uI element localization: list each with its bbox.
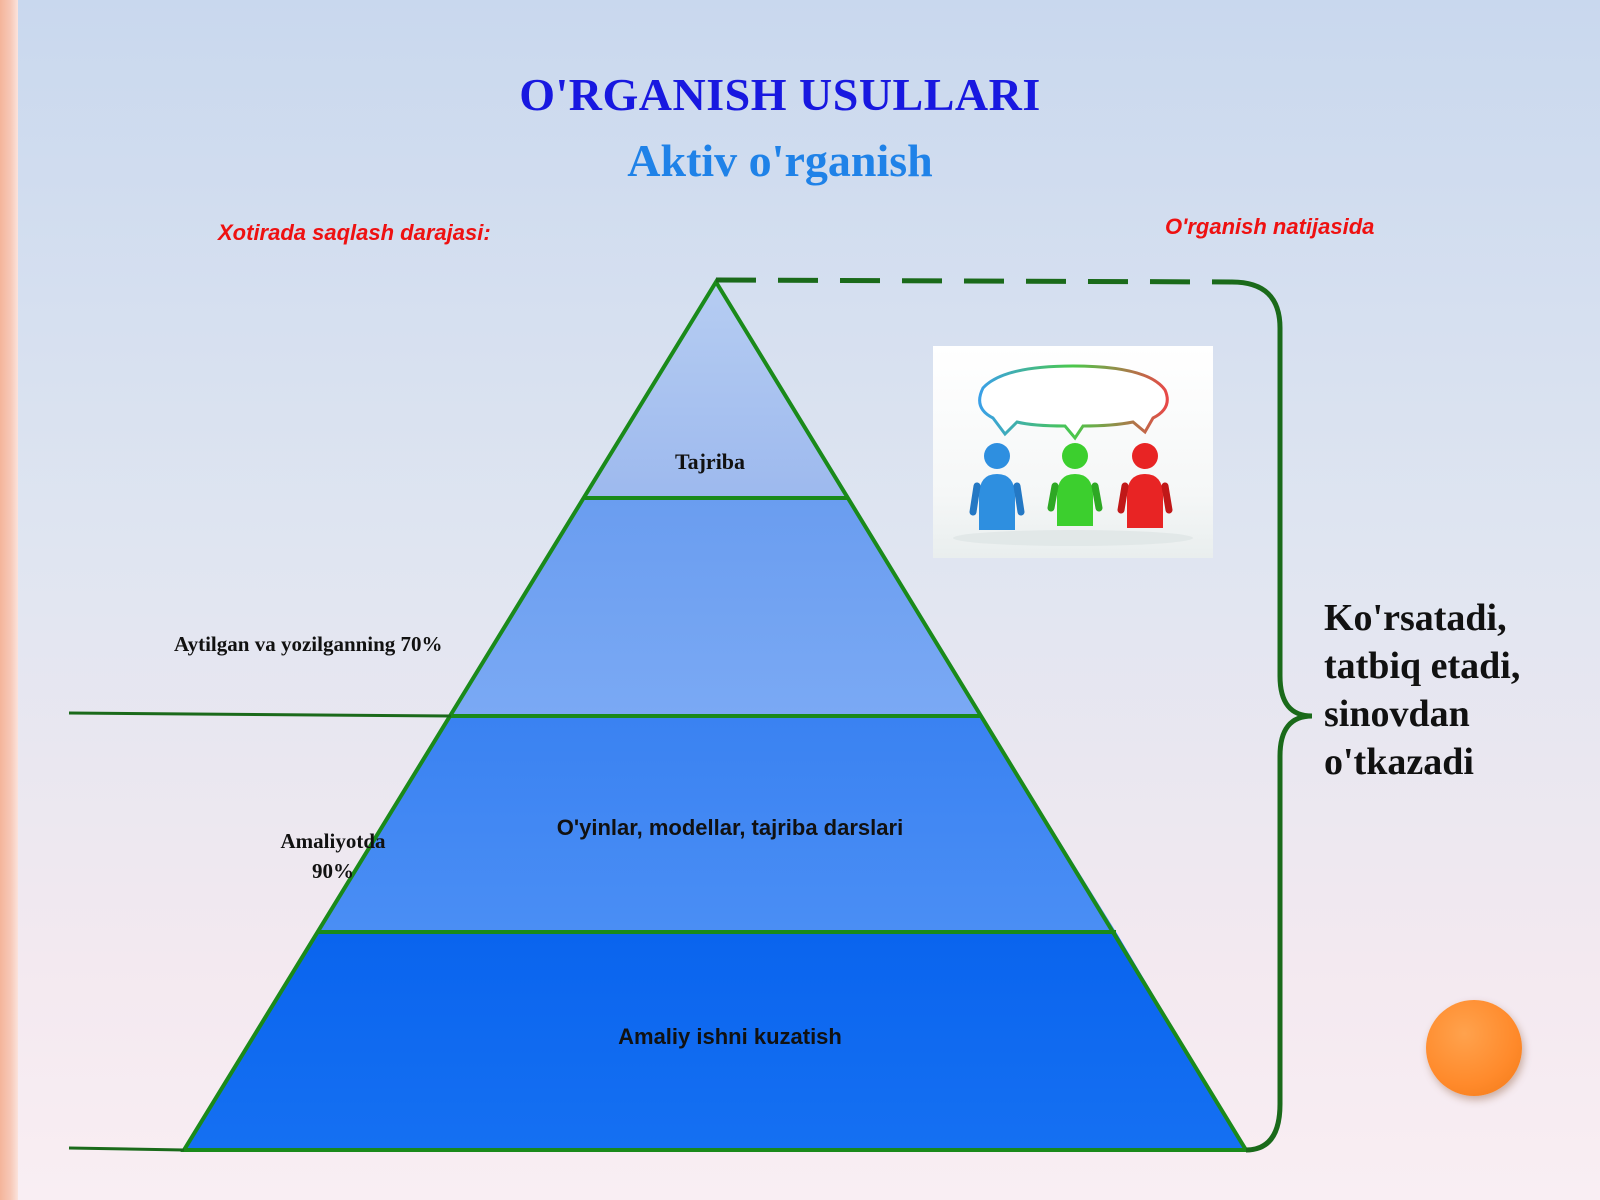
retention-heading: Xotirada saqlash darajasi: [218, 220, 491, 245]
retention-label-90-line2: 90% [312, 859, 354, 883]
person-green-icon [1047, 443, 1103, 526]
pyramid-layer-top [585, 282, 848, 498]
pyramid-layer-4 [184, 932, 1246, 1150]
retention-line-70 [68, 711, 452, 718]
pyramid-label-top: Tajriba [674, 449, 746, 474]
left-accent-stripe [0, 0, 18, 1200]
slide-subtitle: Aktiv o'rganish [627, 135, 933, 186]
outcome-brace [1231, 279, 1313, 1153]
outcome-line-4: o'tkazadi [1324, 741, 1474, 783]
retention-label-90-line1: Amaliyotda [280, 829, 386, 853]
outcome-line-2: tatbiq etadi, [1324, 645, 1521, 687]
pyramid-layer-3 [318, 716, 1116, 932]
pyramid-label-4: Amaliy ishni kuzatish [618, 1024, 842, 1049]
outcome-line-1: Ko'rsatadi, [1324, 597, 1507, 639]
dashed-connector [715, 277, 1233, 285]
people-discussion-icon [933, 346, 1213, 558]
outcome-line-3: sinovdan [1324, 693, 1470, 735]
person-red-icon [1117, 443, 1173, 528]
retention-label-70: Aytilgan va yozilganning 70% [174, 632, 443, 656]
pyramid-label-3: O'yinlar, modellar, tajriba darslari [556, 815, 904, 840]
retention-label-90: Amaliyotda 90% [268, 826, 398, 886]
outcome-text: Ko'rsatadi, tatbiq etadi, sinovdan o'tka… [1324, 594, 1594, 786]
person-blue-icon [969, 443, 1025, 530]
outcome-heading: O'rganish natijasida [1165, 214, 1375, 239]
retention-line-90 [68, 1146, 185, 1152]
slide-title: O'RGANISH USULLARI [519, 69, 1041, 120]
pyramid-layer-2 [451, 498, 982, 716]
orange-decor-circle [1426, 1000, 1522, 1096]
